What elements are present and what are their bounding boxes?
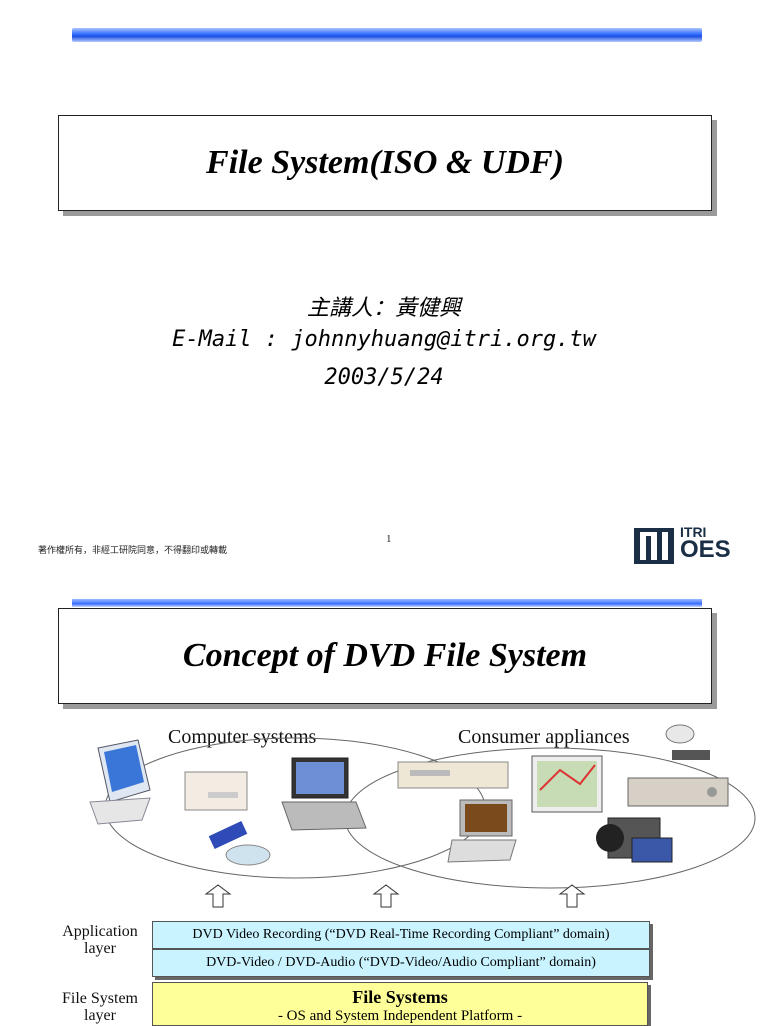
- itri-oes-logo: ITRI OES: [634, 524, 738, 566]
- slide2-accent-bar: [72, 599, 702, 607]
- external-drive-icon: [185, 772, 247, 810]
- slide2-title-box: Concept of DVD File System: [58, 608, 712, 704]
- up-arrow-icon: [204, 884, 232, 908]
- up-arrow-icon: [558, 884, 586, 908]
- application-layer-label: Application layer: [50, 923, 150, 957]
- portable-dvd-icon: [448, 800, 516, 862]
- file-system-layer-label: File System layer: [50, 990, 150, 1024]
- dvd-player-icon: [398, 762, 508, 788]
- camcorder-icon: [596, 818, 672, 862]
- speaker-line: 主講人：黃健興: [0, 290, 768, 322]
- file-systems-title: File Systems: [352, 987, 447, 1008]
- car-navigation-icon: [532, 756, 602, 812]
- top-accent-bar: [72, 28, 702, 42]
- slide2-title: Concept of DVD File System: [183, 637, 587, 675]
- logo-oes-text: OES: [680, 536, 731, 564]
- slide1-title-box: File System(ISO & UDF): [58, 115, 712, 211]
- file-systems-box: File Systems - OS and System Independent…: [152, 982, 648, 1026]
- satellite-dish-icon: [666, 725, 710, 760]
- laptop-icon: [282, 758, 366, 830]
- up-arrow-icon: [372, 884, 400, 908]
- slide1-title: File System(ISO & UDF): [206, 144, 564, 182]
- dvd-recorder-icon: [628, 778, 728, 806]
- devices-diagram: [80, 720, 760, 890]
- imac-icon: [90, 740, 150, 824]
- page-number: 1: [386, 533, 392, 545]
- file-systems-subtitle: - OS and System Independent Platform -: [278, 1008, 522, 1025]
- pcmcia-card-icon: [209, 821, 270, 865]
- app-box-video-audio: DVD-Video / DVD-Audio (“DVD-Video/Audio …: [152, 949, 650, 977]
- date-line: 2003/5/24: [0, 365, 768, 390]
- copyright-notice: 著作權所有，非經工研院同意，不得翻印或轉載: [38, 543, 227, 556]
- app-box-recording: DVD Video Recording (“DVD Real-Time Reco…: [152, 921, 650, 949]
- email-line: E-Mail : johnnyhuang@itri.org.tw: [0, 327, 768, 352]
